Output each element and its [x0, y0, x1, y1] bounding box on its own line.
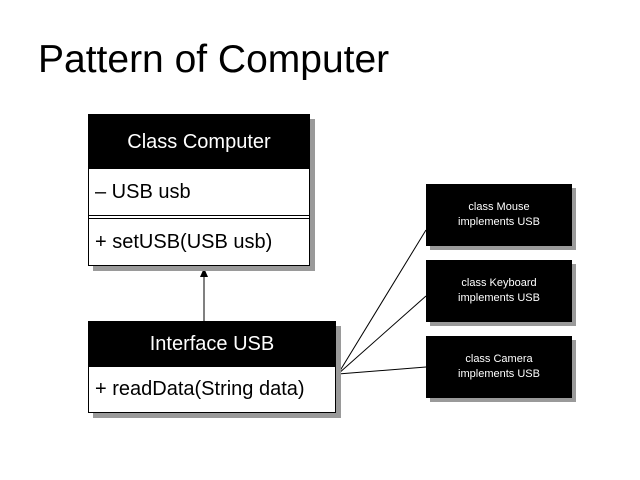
class-computer-divider	[89, 215, 309, 219]
class-computer-operation: + setUSB(USB usb)	[95, 230, 273, 253]
class-keyboard-implements: implements USB	[458, 292, 540, 304]
class-camera-name: class Camera	[465, 353, 533, 365]
junction-dot	[335, 371, 341, 377]
mouse-link	[337, 229, 427, 375]
class-computer-attribute: – USB usb	[95, 180, 191, 203]
class-camera-implements: implements USB	[458, 368, 540, 380]
class-keyboard-box: class Keyboard implements USB	[426, 260, 572, 322]
camera-link	[337, 366, 427, 375]
keyboard-link	[337, 295, 427, 375]
class-computer-box: Class Computer – USB usb + setUSB(USB us…	[88, 114, 310, 266]
class-mouse-implements: implements USB	[458, 216, 540, 228]
page-title: Pattern of Computer	[38, 38, 390, 81]
interface-usb-header: Interface USB	[89, 322, 335, 366]
class-keyboard-name: class Keyboard	[461, 277, 537, 289]
class-mouse-name: class Mouse	[468, 201, 530, 213]
class-computer-header: Class Computer	[89, 115, 309, 169]
class-mouse-box: class Mouse implements USB	[426, 184, 572, 246]
class-camera-box: class Camera implements USB	[426, 336, 572, 398]
arrowhead-icon	[200, 268, 208, 277]
interface-usb-operation: + readData(String data)	[89, 366, 335, 412]
interface-usb-box: Interface USB + readData(String data)	[88, 321, 336, 413]
